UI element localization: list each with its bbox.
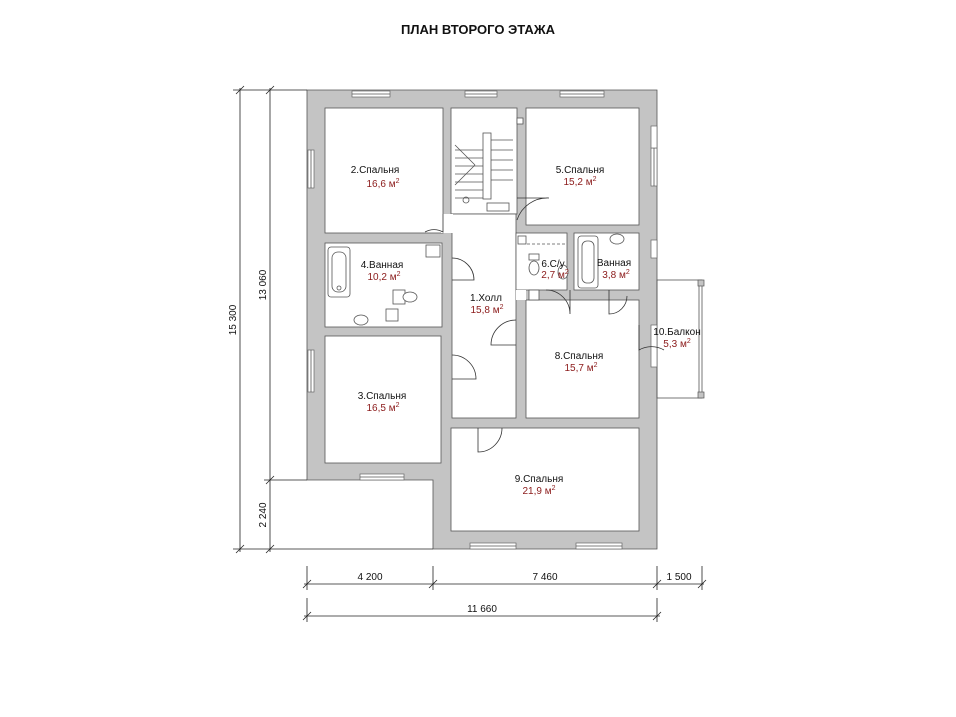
door [608,290,628,315]
door [490,319,517,346]
room-name: Ванная [597,258,631,269]
dimension-label: 11 660 [467,604,497,615]
sink [425,244,441,258]
room-area: 21,9 м2 [522,485,555,497]
door [516,197,550,221]
floor-bedroom-8 [525,299,640,419]
floor-bedroom-9 [450,427,640,532]
toilet [528,260,540,276]
room-area: 2,7 м2 [541,269,569,281]
door [545,289,571,315]
room-name: 1.Холл [470,293,502,304]
bathtub [577,235,599,289]
sink [557,264,569,280]
room-area: 16,5 м2 [366,402,399,414]
room-name: 9.Спальня [515,474,564,485]
room-area: 15,7 м2 [564,362,597,374]
room-area: 15,2 м2 [563,176,596,188]
doors [424,197,665,453]
windows [307,90,658,550]
room-name: 3.Спальня [358,391,407,402]
dimension-lines: 15 300 13 060 2 240 4 200 7 460 1 500 11… [228,85,707,622]
room-labels: 2.Спальня 16,6 м2 5.Спальня 15,2 м2 4.Ва… [351,165,701,497]
window [650,324,658,368]
room-name: 10.Балкон [653,327,700,338]
room-area: 10,2 м2 [367,271,400,283]
room-name: 6.С/у [541,259,564,270]
room-area: 5,3 м2 [663,338,691,350]
floor-bedroom-5 [525,107,640,226]
door [424,214,444,233]
fixtures [327,233,625,326]
door [451,354,477,380]
window [650,125,658,149]
dimension-label: 4 200 [357,572,382,583]
room-name: 4.Ванная [361,260,404,271]
dimension-label: 7 460 [532,572,557,583]
door [638,325,665,351]
room-name: 5.Спальня [556,165,605,176]
staircase [454,117,524,212]
room-name: 8.Спальня [555,351,604,362]
door [477,427,503,453]
bathtub [327,246,351,298]
room-name: 2.Спальня [351,165,400,176]
dimension-label: 15 300 [228,304,239,335]
dimension-label: 1 500 [666,572,691,583]
room-area: 3,8 м2 [602,269,630,281]
door [451,257,475,281]
room-area: 15,8 м2 [470,304,503,316]
dimension-label: 2 240 [258,502,269,527]
dimension-label: 13 060 [258,269,269,300]
room-area: 16,6 м2 [366,178,399,190]
floor-bedroom-3 [324,335,442,464]
window [650,239,658,259]
room-floors [324,107,640,532]
sink [609,233,625,245]
sink [353,314,369,326]
plan-title: ПЛАН ВТОРОГО ЭТАЖА [401,22,556,37]
floor-bedroom-2 [324,107,444,234]
floor-hall [451,213,517,419]
